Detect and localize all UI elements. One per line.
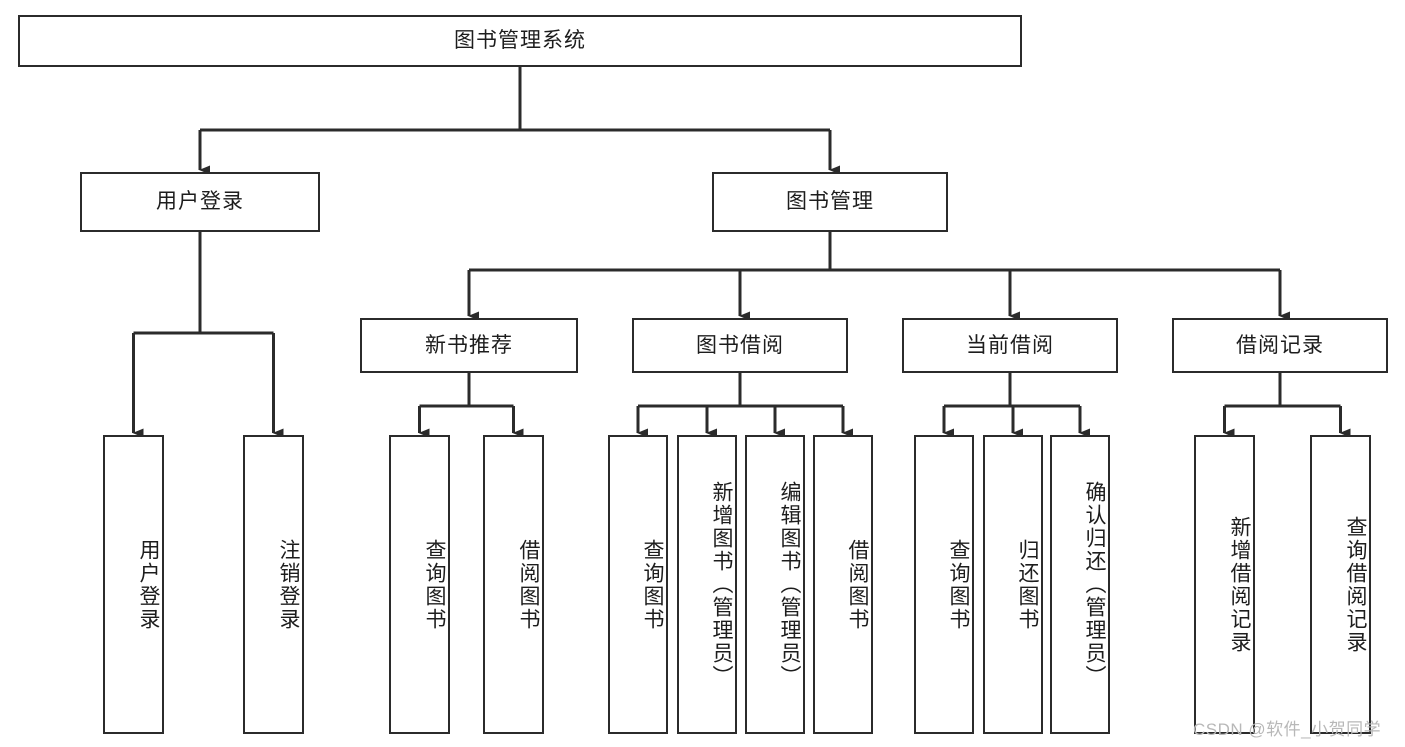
node-label: 用户登录 (156, 190, 244, 214)
node-label: 查询图书 (947, 538, 970, 631)
node-leaf-user-login[interactable]: 用户登录 (103, 435, 164, 734)
node-current-borrow[interactable]: 当前借阅 (902, 318, 1118, 373)
node-leaf-query-2[interactable]: 查询图书 (608, 435, 668, 734)
node-leaf-query-rec[interactable]: 查询借阅记录 (1310, 435, 1371, 734)
node-leaf-add-rec[interactable]: 新增借阅记录 (1194, 435, 1255, 734)
node-leaf-query-3[interactable]: 查询图书 (914, 435, 974, 734)
node-leaf-logout[interactable]: 注销登录 (243, 435, 304, 734)
node-label: 图书管理系统 (454, 29, 586, 53)
node-leaf-borrow-1[interactable]: 借阅图书 (483, 435, 544, 734)
node-label: 用户登录 (137, 538, 160, 631)
node-label: 查询图书 (423, 538, 446, 631)
node-label: 借阅图书 (846, 538, 869, 631)
node-book-manage[interactable]: 图书管理 (712, 172, 948, 232)
node-label: 新书推荐 (425, 333, 513, 357)
node-label: 注销登录 (277, 538, 300, 631)
node-borrow-record[interactable]: 借阅记录 (1172, 318, 1388, 373)
node-user-login[interactable]: 用户登录 (80, 172, 320, 232)
node-new-book-rec[interactable]: 新书推荐 (360, 318, 578, 373)
node-leaf-confirm[interactable]: 确认归还（管理员） (1050, 435, 1110, 734)
node-label: 编辑图书（管理员） (778, 481, 801, 688)
node-label: 图书借阅 (696, 333, 784, 357)
node-label: 查询借阅记录 (1344, 515, 1367, 654)
node-label: 新增图书（管理员） (710, 481, 733, 688)
csdn-watermark: CSDN @软件_小贺同学 (1193, 720, 1382, 739)
node-leaf-edit-book[interactable]: 编辑图书（管理员） (745, 435, 805, 734)
node-label: 查询图书 (641, 538, 664, 631)
node-leaf-borrow-2[interactable]: 借阅图书 (813, 435, 873, 734)
node-label: 借阅图书 (517, 538, 540, 631)
node-label: 确认归还（管理员） (1083, 481, 1106, 688)
node-label: 图书管理 (786, 190, 874, 214)
node-leaf-return[interactable]: 归还图书 (983, 435, 1043, 734)
node-leaf-add-book[interactable]: 新增图书（管理员） (677, 435, 737, 734)
node-leaf-query-1[interactable]: 查询图书 (389, 435, 450, 734)
node-label: 当前借阅 (966, 333, 1054, 357)
node-root[interactable]: 图书管理系统 (18, 15, 1022, 67)
node-book-borrow[interactable]: 图书借阅 (632, 318, 848, 373)
node-label: 归还图书 (1016, 538, 1039, 631)
node-label: 借阅记录 (1236, 333, 1324, 357)
node-label: 新增借阅记录 (1228, 515, 1251, 654)
